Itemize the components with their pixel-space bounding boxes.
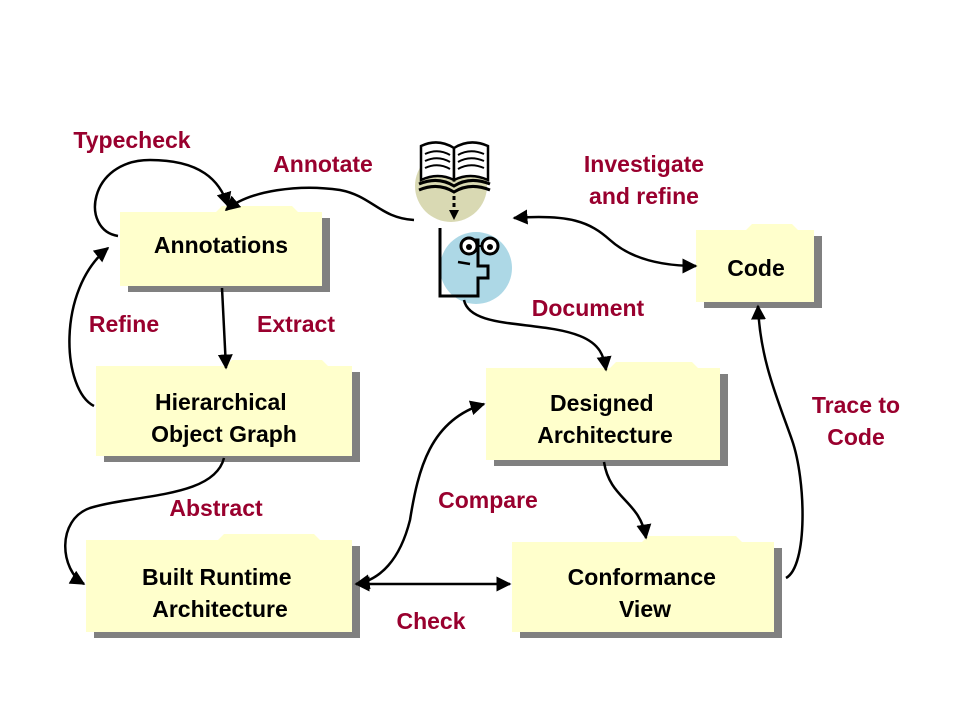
annotate-label: Annotate bbox=[273, 151, 373, 177]
trace-label-line1: Trace to bbox=[812, 392, 900, 418]
document-label: Document bbox=[532, 295, 645, 321]
abstract-label: Abstract bbox=[169, 495, 263, 521]
edge-labels: Typecheck Annotate Investigate and refin… bbox=[73, 127, 900, 634]
object-graph-label-line2: Object Graph bbox=[151, 421, 297, 447]
svg-text:Conformance View: Conformance View bbox=[568, 564, 723, 622]
code-box: Code bbox=[696, 224, 822, 308]
annotations-box: Annotations bbox=[120, 206, 330, 292]
code-label: Code bbox=[727, 255, 785, 281]
built-architecture-label-line2: Architecture bbox=[152, 596, 287, 622]
trace-label-line2: Code bbox=[827, 424, 885, 450]
object-graph-box: Hierarchical Object Graph bbox=[96, 360, 360, 462]
built-architecture-label-line1: Built Runtime bbox=[142, 564, 292, 590]
designed-architecture-label-line2: Architecture bbox=[537, 422, 672, 448]
designed-to-conformance-arrow bbox=[602, 461, 652, 540]
document-arrow bbox=[462, 299, 612, 372]
object-graph-label-line1: Hierarchical bbox=[155, 389, 287, 415]
svg-text:Hierarchical Object Grap: Hierarchical Object Graph bbox=[151, 389, 297, 447]
refine-arrow bbox=[68, 247, 110, 408]
trace-to-code-arrow bbox=[751, 304, 804, 580]
extract-label: Extract bbox=[257, 311, 335, 337]
investigate-arrow bbox=[512, 209, 698, 274]
conformance-view-box: Conformance View bbox=[512, 536, 782, 638]
person-icon bbox=[438, 228, 512, 304]
svg-text:Designed Architecture: Designed Architecture bbox=[537, 390, 672, 448]
designed-architecture-box: Designed Architecture bbox=[486, 362, 728, 466]
typecheck-label: Typecheck bbox=[73, 127, 190, 153]
svg-text:Code: Code bbox=[727, 255, 785, 281]
refine-label: Refine bbox=[89, 311, 159, 337]
svg-text:Annotations: Annotations bbox=[154, 232, 288, 258]
annotate-arrow bbox=[224, 186, 415, 222]
check-label: Check bbox=[396, 608, 465, 634]
annotations-label: Annotations bbox=[154, 232, 288, 258]
abstract-arrow bbox=[64, 457, 226, 586]
investigate-label-line2: and refine bbox=[589, 183, 699, 209]
conformance-view-label-line1: Conformance bbox=[568, 564, 716, 590]
compare-label: Compare bbox=[438, 487, 538, 513]
conformance-view-label-line2: View bbox=[619, 596, 671, 622]
compare-arrow bbox=[354, 400, 486, 590]
svg-text:Built Runtime Architectu: Built Runtime Architecture bbox=[142, 564, 298, 622]
designed-architecture-label-line1: Designed bbox=[550, 390, 654, 416]
built-architecture-box: Built Runtime Architecture bbox=[86, 534, 360, 638]
investigate-label-line1: Investigate bbox=[584, 151, 704, 177]
typecheck-arrow bbox=[93, 158, 232, 238]
book-icon bbox=[415, 141, 491, 222]
extract-arrow bbox=[217, 287, 233, 370]
